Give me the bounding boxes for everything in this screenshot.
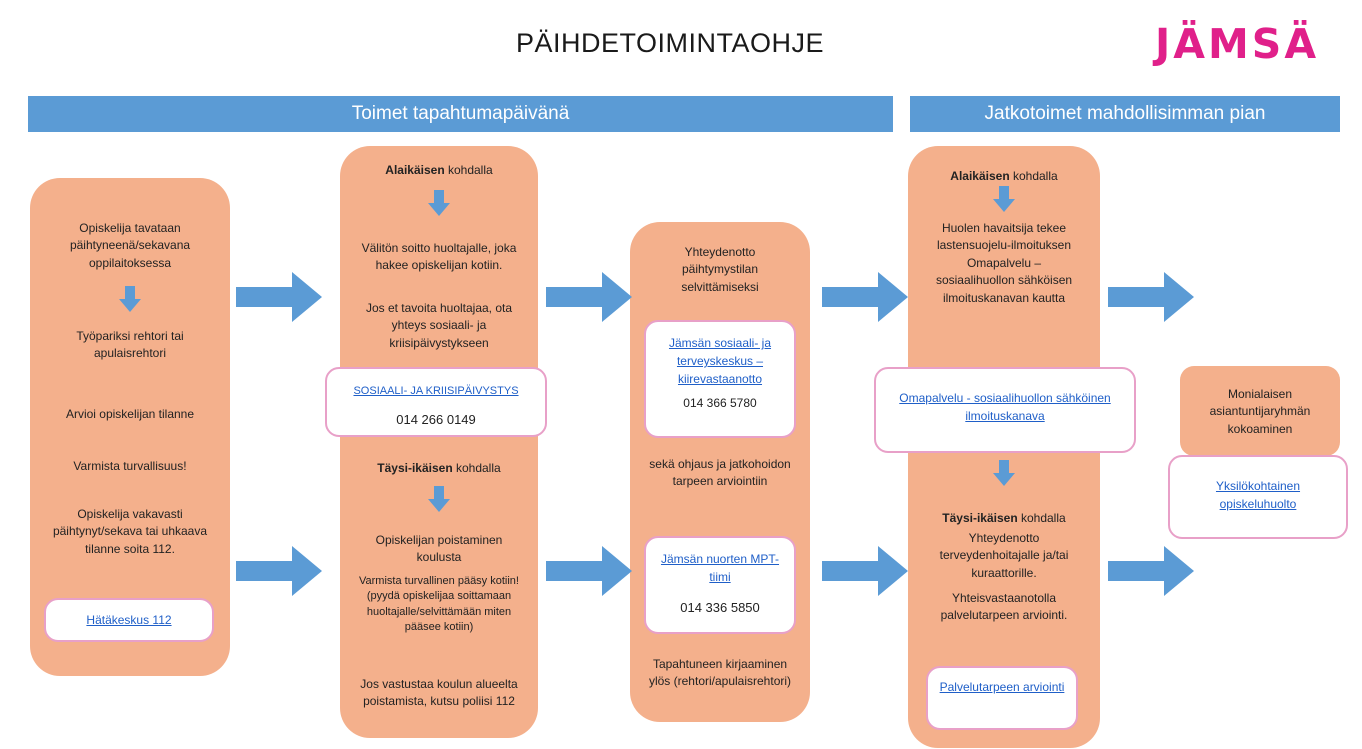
student-welfare-link[interactable]: Yksilökohtainen opiskeluhuolto bbox=[1215, 479, 1301, 511]
adult-bold: Täysi-ikäisen bbox=[377, 461, 453, 475]
service-need-link[interactable]: Palvelutarpeen arviointi bbox=[939, 680, 1065, 694]
banner-follow-up: Jatkotoimet mahdollisimman pian bbox=[910, 96, 1340, 132]
link-box-emergency: Hätäkeskus 112 bbox=[44, 598, 214, 642]
mpt-team-link[interactable]: Jämsän nuorten MPT-tiimi bbox=[660, 552, 780, 584]
box-minor-and-adult: Alaikäisen kohdalla Välitön soitto huolt… bbox=[340, 146, 538, 738]
crisis-service-link[interactable]: SOSIAALI- JA KRIISIPÄIVYSTYS bbox=[353, 385, 519, 397]
adult-rest-2: kohdalla bbox=[1017, 511, 1066, 525]
text-work-pair: Työpariksi rehtori tai apulaisrehtori bbox=[76, 329, 184, 361]
emergency-112-link[interactable]: Hätäkeskus 112 bbox=[86, 613, 172, 627]
minor-bold: Alaikäisen bbox=[385, 163, 445, 177]
down-arrow-icon bbox=[428, 190, 450, 216]
text-expert-group: Monialaisen asiantuntijaryhmän kokoamine… bbox=[1209, 387, 1311, 436]
right-arrow-icon bbox=[1108, 272, 1194, 322]
health-center-link[interactable]: Jämsän sosiaali- ja terveyskeskus – kiir… bbox=[668, 336, 772, 386]
right-arrow-icon bbox=[1108, 546, 1194, 596]
text-guidance: sekä ohjaus ja jatkohoidon tarpeen arvio… bbox=[649, 457, 791, 489]
right-arrow-icon bbox=[822, 546, 908, 596]
text-joint-reception: Yhteisvastaanotolla palvelutarpeen arvio… bbox=[940, 591, 1068, 623]
link-box-mpt: Jämsän nuorten MPT-tiimi 014 336 5850 bbox=[644, 536, 796, 634]
link-box-service-need: Palvelutarpeen arviointi bbox=[926, 666, 1078, 730]
box-expert-group: Monialaisen asiantuntijaryhmän kokoamine… bbox=[1180, 366, 1340, 456]
minor-rest: kohdalla bbox=[444, 163, 493, 177]
text-ensure-safety: Varmista turvallisuus! bbox=[73, 459, 187, 473]
link-box-health-center: Jämsän sosiaali- ja terveyskeskus – kiir… bbox=[644, 320, 796, 438]
link-box-crisis: SOSIAALI- JA KRIISIPÄIVYSTYS 014 266 014… bbox=[325, 367, 547, 437]
right-arrow-icon bbox=[822, 272, 908, 322]
right-arrow-icon bbox=[236, 546, 322, 596]
adult-bold-2: Täysi-ikäisen bbox=[942, 511, 1018, 525]
heading-minor-2: Alaikäisen kohdalla bbox=[914, 168, 1094, 185]
heading-adult-2: Täysi-ikäisen kohdalla bbox=[914, 510, 1094, 527]
down-arrow-icon bbox=[428, 486, 450, 512]
text-record-event: Tapahtuneen kirjaaminen ylös (rehtori/ap… bbox=[648, 657, 792, 689]
link-box-omapalvelu: Omapalvelu - sosiaalihuollon sähköinen i… bbox=[874, 367, 1136, 453]
down-arrow-icon bbox=[119, 286, 141, 312]
down-arrow-icon bbox=[993, 460, 1015, 486]
health-center-phone: 014 366 5780 bbox=[683, 396, 757, 410]
text-contact-nurse: Yhteydenotto terveydenhoitajalle ja/tai … bbox=[939, 531, 1069, 580]
right-arrow-icon bbox=[236, 272, 322, 322]
link-box-student-welfare: Yksilökohtainen opiskeluhuolto bbox=[1168, 455, 1348, 539]
jamsa-logo: JÄMSÄ bbox=[1155, 20, 1320, 68]
text-call-guardian: Välitön soitto huoltajalle, joka hakee o… bbox=[361, 241, 517, 273]
heading-adult: Täysi-ikäisen kohdalla bbox=[346, 460, 532, 477]
crisis-phone: 014 266 0149 bbox=[396, 411, 476, 427]
text-remove-from-school: Opiskelijan poistaminen koulusta bbox=[375, 533, 503, 565]
adult-rest: kohdalla bbox=[452, 461, 501, 475]
heading-minor: Alaikäisen kohdalla bbox=[346, 162, 532, 179]
text-contact-intoxication: Yhteydenotto päihtymystilan selvittämise… bbox=[681, 245, 759, 294]
mpt-phone: 014 336 5850 bbox=[680, 600, 760, 615]
text-assess: Arvioi opiskelijan tilanne bbox=[65, 407, 195, 421]
minor-rest-2: kohdalla bbox=[1009, 169, 1058, 183]
banner-same-day: Toimet tapahtumapäivänä bbox=[28, 96, 893, 132]
text-no-guardian: Jos et tavoita huoltajaa, ota yhteys sos… bbox=[365, 301, 513, 350]
box-initial-situation: Opiskelija tavataan päihtyneenä/sekavana… bbox=[30, 178, 230, 676]
page-title: PÄIHDETOIMINTAOHJE bbox=[515, 28, 825, 58]
minor-bold-2: Alaikäisen bbox=[950, 169, 1010, 183]
text-student-met: Opiskelija tavataan päihtyneenä/sekavana… bbox=[69, 221, 191, 270]
text-child-protection: Huolen havaitsija tekee lastensuojelu-il… bbox=[935, 221, 1073, 305]
text-call-police: Jos vastustaa koulun alueelta poistamist… bbox=[360, 677, 518, 709]
box-contact: Yhteydenotto päihtymystilan selvittämise… bbox=[630, 222, 810, 722]
omapalvelu-link[interactable]: Omapalvelu - sosiaalihuollon sähköinen i… bbox=[899, 391, 1111, 423]
down-arrow-icon bbox=[993, 186, 1015, 212]
right-arrow-icon bbox=[546, 546, 632, 596]
right-arrow-icon bbox=[546, 272, 632, 322]
text-call-112: Opiskelija vakavasti päihtynyt/sekava ta… bbox=[52, 507, 208, 556]
text-safe-home: Varmista turvallinen pääsy kotiin! (pyyd… bbox=[359, 575, 519, 634]
